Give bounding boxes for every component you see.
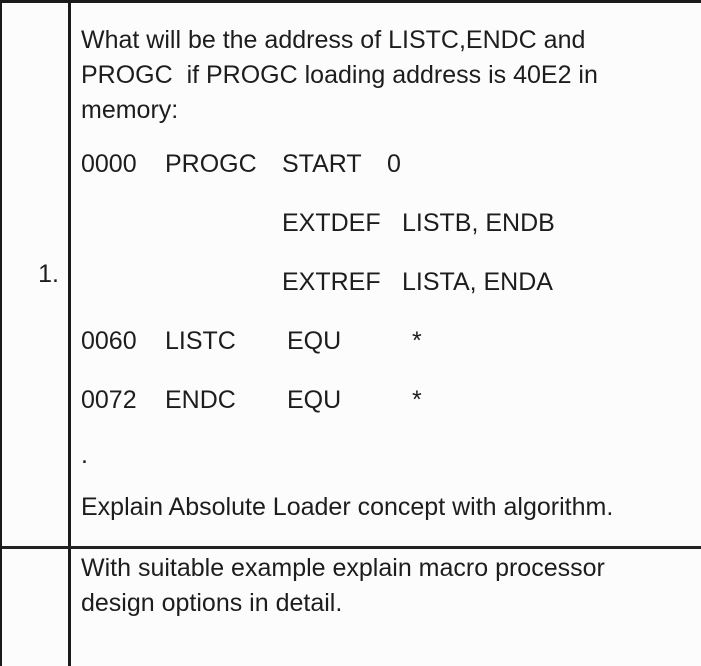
- code-opcode: EQU: [287, 327, 342, 355]
- question-table: 1. What will be the address of LISTC,END…: [0, 3, 701, 666]
- code-operand: *: [412, 386, 422, 414]
- question-1-content: What will be the address of LISTC,ENDC a…: [71, 3, 701, 546]
- code-label: ENDC: [165, 386, 236, 414]
- code-operand: *: [412, 327, 422, 355]
- code-label: LISTC: [165, 327, 236, 355]
- question-text-line: design options in detail.: [81, 589, 343, 617]
- question-intro: What will be the address of LISTC,ENDC a…: [81, 23, 701, 128]
- code-address: 0060: [81, 327, 137, 355]
- code-line: EXTREF LISTA, ENDA: [81, 269, 701, 295]
- table-row-question-2: With suitable example explain macro proc…: [2, 549, 701, 666]
- code-line: 0060 LISTC EQU *: [81, 328, 701, 354]
- code-opcode: START: [282, 150, 362, 178]
- question-intro-line: memory:: [81, 96, 179, 124]
- code-address: 0000: [81, 150, 137, 178]
- code-label: PROGC: [165, 150, 257, 178]
- question-number-empty: [2, 549, 71, 666]
- code-opcode: EQU: [287, 386, 342, 414]
- code-line: 0072 ENDC EQU *: [81, 387, 701, 413]
- code-operand: 0: [387, 150, 401, 178]
- code-label: [165, 210, 282, 236]
- code-line: 0000 PROGC START 0: [81, 151, 701, 177]
- question-2-content: With suitable example explain macro proc…: [71, 549, 701, 666]
- code-address: [81, 210, 165, 236]
- table-row-question-1: 1. What will be the address of LISTC,END…: [2, 3, 701, 549]
- question-text-line: With suitable example explain macro proc…: [81, 554, 605, 582]
- stray-dot: .: [81, 441, 88, 469]
- code-address: [81, 269, 165, 295]
- question-intro-line: PROGC if PROGC loading address is 40E2 i…: [81, 61, 598, 89]
- question-intro-line: What will be the address of LISTC,ENDC a…: [81, 26, 586, 54]
- code-label: [165, 269, 282, 295]
- code-operand: LISTB, ENDB: [402, 209, 555, 237]
- code-opcode: EXTDEF: [282, 209, 381, 237]
- code-opcode: EXTREF: [282, 268, 381, 296]
- question-number: 1.: [2, 3, 71, 546]
- code-line: EXTDEF LISTB, ENDB: [81, 210, 701, 236]
- code-address: 0072: [81, 386, 137, 414]
- code-operand: LISTA, ENDA: [402, 268, 553, 296]
- question-followup: Explain Absolute Loader concept with alg…: [81, 493, 614, 521]
